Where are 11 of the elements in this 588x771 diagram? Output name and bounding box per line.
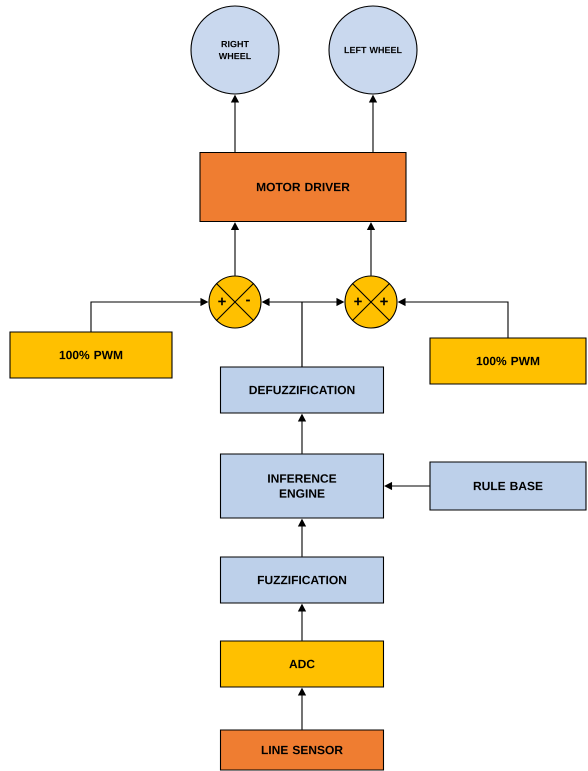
process-box: RULE BASE bbox=[429, 461, 587, 511]
process-box: 100% PWM bbox=[429, 337, 587, 385]
process-box: ADC bbox=[220, 640, 384, 688]
process-box: MOTOR DRIVER bbox=[199, 152, 407, 222]
process-box: 100% PWM bbox=[9, 331, 173, 379]
process-box: DEFUZZIFICATION bbox=[220, 366, 384, 414]
process-box: FUZZIFICATION bbox=[220, 556, 384, 604]
summing-junction: + - bbox=[208, 275, 262, 329]
process-box: INFERENCE ENGINE bbox=[220, 453, 384, 519]
process-box: LINE SENSOR bbox=[220, 729, 384, 771]
summing-junction: + + bbox=[344, 275, 398, 329]
